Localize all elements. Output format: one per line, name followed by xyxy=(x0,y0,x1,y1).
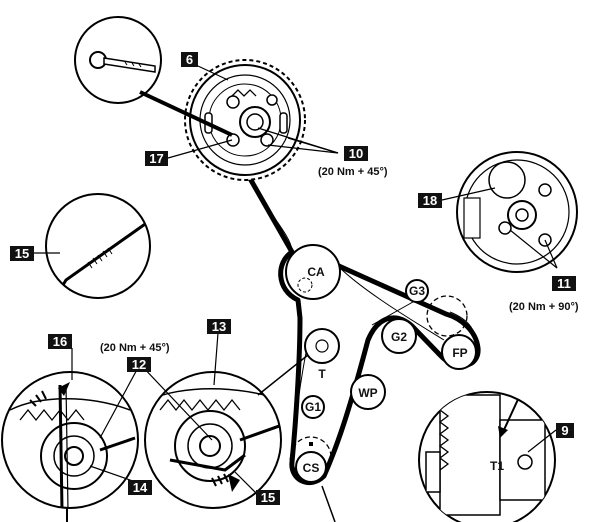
torque-cam-bolts: (20 Nm + 45°) xyxy=(318,166,388,178)
svg-text:15: 15 xyxy=(15,246,29,261)
pulley-label-cs: CS xyxy=(303,461,320,475)
callout-15-tensioner: 15 xyxy=(256,490,280,505)
pulley-label-g1: G1 xyxy=(305,400,321,414)
crank-leader-line xyxy=(321,485,336,522)
inset-leader xyxy=(139,90,233,137)
svg-text:17: 17 xyxy=(149,151,163,166)
callout-14: 14 xyxy=(128,480,152,495)
callout-17: 17 xyxy=(145,151,168,166)
callout-9: 9 xyxy=(556,423,574,438)
callout-16: 16 xyxy=(48,334,72,349)
callout-18: 18 xyxy=(418,193,442,208)
callout-10: 10 xyxy=(344,146,368,161)
hidden-pulley-outline xyxy=(426,295,468,337)
tensioner-inset-leader xyxy=(257,354,309,396)
callout-15-tool: 15 xyxy=(10,246,34,261)
pulley-label-ca: CA xyxy=(307,265,325,279)
svg-text:10: 10 xyxy=(349,146,363,161)
leader-lines xyxy=(32,65,558,522)
svg-text:14: 14 xyxy=(133,480,148,495)
camshaft-sprocket xyxy=(184,59,306,181)
pulley-wp: WP xyxy=(350,374,386,410)
fuel-pump-sprocket xyxy=(456,151,578,273)
pulley-label-wp: WP xyxy=(358,386,377,400)
pulley-t: T xyxy=(304,328,340,381)
tensioner-inset-left xyxy=(1,371,139,509)
svg-text:16: 16 xyxy=(53,334,67,349)
callout-12: 12 xyxy=(127,357,151,372)
torque-pump-bolts: (20 Nm + 90°) xyxy=(509,301,579,313)
pulley-label-g3: G3 xyxy=(409,284,425,298)
pulley-cs: CS xyxy=(290,436,332,483)
svg-text:12: 12 xyxy=(132,357,146,372)
camshaft-pulley: CA xyxy=(285,244,341,300)
pulley-g2: G2 xyxy=(381,318,417,354)
svg-text:13: 13 xyxy=(212,319,226,334)
tensioner-tool-inset xyxy=(45,193,151,299)
pulley-g1: G1 xyxy=(301,395,325,419)
pulley-label-g2: G2 xyxy=(391,330,407,344)
torque-tensioner-nut: (20 Nm + 45°) xyxy=(100,342,170,354)
pump-timing-mark: T1 xyxy=(490,459,504,473)
locking-pin-inset xyxy=(74,16,162,104)
pulley-label-fp: FP xyxy=(452,346,467,360)
pulley-label-t: T xyxy=(318,367,326,381)
svg-text:15: 15 xyxy=(261,490,275,505)
pump-mark-inset: T1 xyxy=(418,391,556,522)
svg-text:6: 6 xyxy=(186,52,193,67)
callout-13: 13 xyxy=(207,319,231,334)
callout-11: 11 xyxy=(552,276,576,291)
pulley-fp: FP xyxy=(441,334,477,370)
callout-6: 6 xyxy=(181,52,198,67)
svg-text:11: 11 xyxy=(557,276,571,291)
svg-text:9: 9 xyxy=(561,423,568,438)
pulley-g3: G3 xyxy=(405,279,429,303)
svg-text:18: 18 xyxy=(423,193,437,208)
